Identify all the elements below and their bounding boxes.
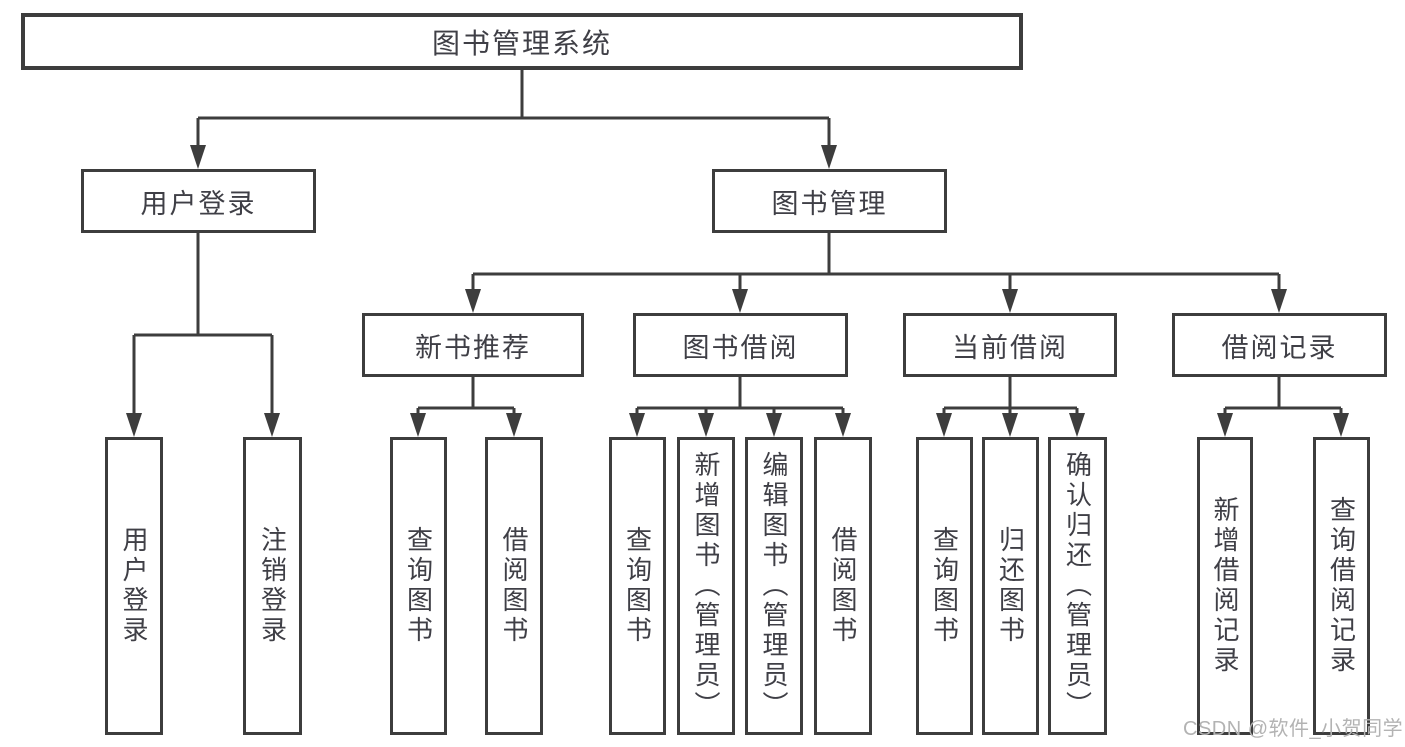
node-book-management: 图书管理 xyxy=(712,169,947,233)
node-query-books: 查询图书 xyxy=(390,437,447,735)
node-borrow-books: 借阅图书 xyxy=(485,437,543,735)
node-label: 查询图书 xyxy=(929,526,960,646)
node-label: 借阅记录 xyxy=(1221,332,1338,363)
node-label: 确认归还（管理员） xyxy=(1062,451,1093,721)
node-library-system: 图书管理系统 xyxy=(21,13,1023,70)
node-label: 查询图书 xyxy=(403,526,434,646)
arrowheads xyxy=(126,145,1349,437)
node-label: 编辑图书（管理员） xyxy=(759,451,789,721)
node-label: 查询图书 xyxy=(622,526,653,646)
node-label: 归还图书 xyxy=(995,526,1026,646)
node-label: 借阅图书 xyxy=(499,526,529,646)
node-label: 图书借阅 xyxy=(682,332,799,363)
node-book-borrowing: 图书借阅 xyxy=(633,313,848,377)
connector-book-mgmt xyxy=(473,233,1279,276)
connector-borrow xyxy=(637,377,843,410)
node-user-login-leaf: 用户登录 xyxy=(105,437,163,735)
node-add-borrow-record: 新增借阅记录 xyxy=(1197,437,1253,735)
node-label: 借阅图书 xyxy=(828,526,858,646)
node-new-book-recommendation: 新书推荐 xyxy=(362,313,584,377)
node-add-books-admin: 新增图书（管理员） xyxy=(677,437,735,735)
node-label: 查询借阅记录 xyxy=(1326,496,1357,676)
node-current-borrowing: 当前借阅 xyxy=(903,313,1117,377)
node-confirm-return-admin: 确认归还（管理员） xyxy=(1048,437,1107,735)
node-label: 当前借阅 xyxy=(952,332,1068,363)
connector-root xyxy=(198,70,829,120)
node-label: 图书管理系统 xyxy=(431,27,612,59)
node-query-books: 查询图书 xyxy=(916,437,973,735)
node-query-borrow-record: 查询借阅记录 xyxy=(1313,437,1370,735)
node-return-books: 归还图书 xyxy=(982,437,1039,735)
connector-records xyxy=(1225,377,1341,410)
node-borrow-books: 借阅图书 xyxy=(814,437,872,735)
csdn-watermark: CSDN @软件_小贺同学 xyxy=(1183,718,1404,740)
node-label: 用户登录 xyxy=(119,526,149,646)
connector-user-login xyxy=(134,233,272,337)
connector-current xyxy=(944,377,1077,410)
node-label: 新增图书（管理员） xyxy=(691,451,721,721)
connector-new-rec xyxy=(418,377,514,410)
node-label: 用户登录 xyxy=(140,188,257,219)
node-edit-books-admin: 编辑图书（管理员） xyxy=(745,437,803,735)
node-label: 新增借阅记录 xyxy=(1210,496,1240,676)
node-label: 注销登录 xyxy=(257,526,288,646)
node-label: 新书推荐 xyxy=(415,332,531,363)
node-logout: 注销登录 xyxy=(243,437,302,735)
node-user-login: 用户登录 xyxy=(81,169,316,233)
node-label: 图书管理 xyxy=(771,188,888,219)
node-query-books: 查询图书 xyxy=(609,437,666,735)
node-borrowing-records: 借阅记录 xyxy=(1172,313,1387,377)
